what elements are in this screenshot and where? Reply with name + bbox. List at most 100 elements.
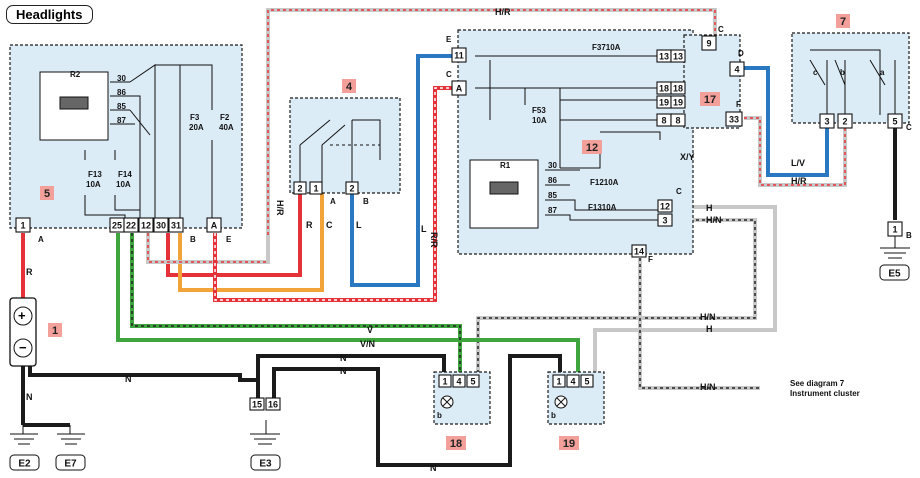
pin-c4-1: 1 bbox=[313, 183, 318, 193]
fuse-f14-rating: 10A bbox=[116, 180, 131, 189]
diagram-title: Headlights bbox=[16, 7, 83, 22]
pin-c17-4-box bbox=[729, 61, 745, 77]
wire-label-r: R bbox=[306, 220, 313, 230]
pin-c5-25: 25 bbox=[112, 220, 122, 230]
wire-label-lv: L/V bbox=[791, 158, 805, 168]
pin-c17-letter-d: D bbox=[738, 49, 744, 58]
fuse-f3710a: F3710A bbox=[592, 43, 621, 52]
diagram-title-box: Headlights bbox=[6, 5, 93, 24]
pin-c18-1-box bbox=[438, 374, 452, 388]
ground-label-e7: E7 bbox=[64, 459, 77, 470]
ground-label-e3: E3 bbox=[259, 459, 272, 470]
wire-label-rr: R/R bbox=[429, 232, 439, 248]
relay-r2-name: R2 bbox=[70, 70, 81, 79]
pin-c7-2: 2 bbox=[842, 116, 847, 126]
relay-r1-pin-85: 85 bbox=[548, 191, 557, 200]
pin-c12-8b: 8 bbox=[675, 115, 680, 125]
wire-label-hn-3: H/N bbox=[700, 382, 716, 392]
component-tag-1-bg bbox=[48, 323, 62, 337]
fuse-f53-rating: 10A bbox=[532, 116, 547, 125]
ground-label-e5: E5 bbox=[888, 269, 901, 280]
pin-c17-9: 9 bbox=[706, 38, 711, 48]
wire-grey-h bbox=[593, 205, 777, 378]
component-tag-5-bg bbox=[40, 186, 54, 200]
relay-r1-pin-87: 87 bbox=[548, 206, 557, 215]
fuse-f1310a: F1310A bbox=[588, 203, 617, 212]
pin-c4-letter-a: A bbox=[330, 197, 336, 206]
pin-c12-19a: 19 bbox=[659, 97, 669, 107]
pin-c18-letter-b: b bbox=[437, 411, 442, 420]
pin-c4-2b: 2 bbox=[349, 183, 354, 193]
wire-label-r-battery: R bbox=[26, 267, 33, 277]
pin-c12-11-box bbox=[451, 47, 467, 63]
wire-blue-c12 bbox=[350, 54, 452, 287]
pin-c19-letter-b: b bbox=[551, 411, 556, 420]
component-tag-18: 18 bbox=[450, 438, 462, 450]
pin-e3-15: 15 bbox=[252, 399, 262, 409]
pin-c12-8a: 8 bbox=[661, 115, 666, 125]
pin-c18-1: 1 bbox=[442, 376, 447, 386]
pin-c7-3: 3 bbox=[824, 116, 829, 126]
pin-c5-22: 22 bbox=[126, 220, 136, 230]
wire-label-c: C bbox=[326, 220, 333, 230]
component-tag-5: 5 bbox=[44, 188, 50, 200]
pin-c5-1: 1 bbox=[20, 220, 25, 230]
fuse-f14: F14 bbox=[118, 170, 132, 179]
component-tag-4: 4 bbox=[346, 81, 353, 93]
pin-c5-12: 12 bbox=[141, 220, 151, 230]
pin-c17-letter-f: F bbox=[736, 100, 741, 109]
fuse-f3-rating: 20A bbox=[189, 123, 204, 132]
svg-text:−: − bbox=[19, 340, 27, 355]
pin-e5-1-box bbox=[887, 221, 903, 237]
wire-green-v bbox=[116, 233, 580, 378]
battery-1: + − bbox=[9, 297, 37, 367]
fuse-f53: F53 bbox=[532, 106, 546, 115]
switch-7-letter-c: c bbox=[813, 68, 818, 77]
pin-c5-letter-a: A bbox=[38, 235, 44, 244]
pin-c18-5: 5 bbox=[470, 376, 475, 386]
wire-label-vn: V/N bbox=[360, 339, 375, 349]
wire-black-n bbox=[21, 354, 562, 467]
pin-c12-letter-f: F bbox=[648, 255, 653, 264]
wire-hr-right bbox=[744, 116, 847, 187]
wire-label-hn-2: H/N bbox=[700, 312, 716, 322]
fuse-f1210a: F1210A bbox=[590, 178, 619, 187]
pin-c12-19b: 19 bbox=[673, 97, 683, 107]
pin-c5-a-box bbox=[206, 217, 222, 233]
pin-c4-1-box bbox=[309, 181, 323, 195]
pin-c5-30: 30 bbox=[156, 220, 166, 230]
pin-c5-letter-e: E bbox=[226, 235, 232, 244]
wire-label-xy: X/Y bbox=[680, 152, 695, 162]
component-tag-12: 12 bbox=[586, 142, 598, 154]
pin-c17-4: 4 bbox=[734, 64, 739, 74]
wire-label-hr-vert: H/R bbox=[275, 200, 285, 216]
wire-hr-top bbox=[266, 8, 717, 235]
wire-label-n-4: N bbox=[430, 463, 437, 473]
relay-r2-pin-85: 85 bbox=[117, 102, 126, 111]
component-tag-19-bg bbox=[559, 436, 579, 450]
wire-label-h-2: H bbox=[706, 324, 713, 334]
pin-c12-3: 3 bbox=[662, 215, 667, 225]
ground-label-e2-box bbox=[9, 454, 40, 471]
wire-label-hr-top: H/R bbox=[495, 7, 511, 17]
pin-c12-18b-box bbox=[670, 81, 686, 95]
pin-e3-16-box bbox=[265, 397, 281, 411]
pin-c5-letter-b: B bbox=[190, 235, 196, 244]
fuse-f2-rating: 40A bbox=[219, 123, 234, 132]
pin-c12-a-box bbox=[451, 80, 467, 96]
pin-c5-a: A bbox=[211, 220, 218, 230]
pin-c12-14: 14 bbox=[634, 246, 644, 256]
relay-r2-pin-87: 87 bbox=[117, 116, 126, 125]
pin-c12-18a: 18 bbox=[659, 83, 669, 93]
wire-label-l2: L bbox=[421, 224, 427, 234]
switch-7 bbox=[809, 49, 896, 115]
component-7-box bbox=[791, 32, 910, 124]
pin-c12-letter-c2: C bbox=[676, 187, 682, 196]
pin-c19-5-box bbox=[580, 374, 594, 388]
see-diagram-note-line-1: See diagram 7 bbox=[790, 379, 845, 388]
component-tag-18-bg bbox=[446, 436, 466, 450]
pin-e3-16: 16 bbox=[268, 399, 278, 409]
wire-label-n-3: N bbox=[125, 374, 132, 384]
